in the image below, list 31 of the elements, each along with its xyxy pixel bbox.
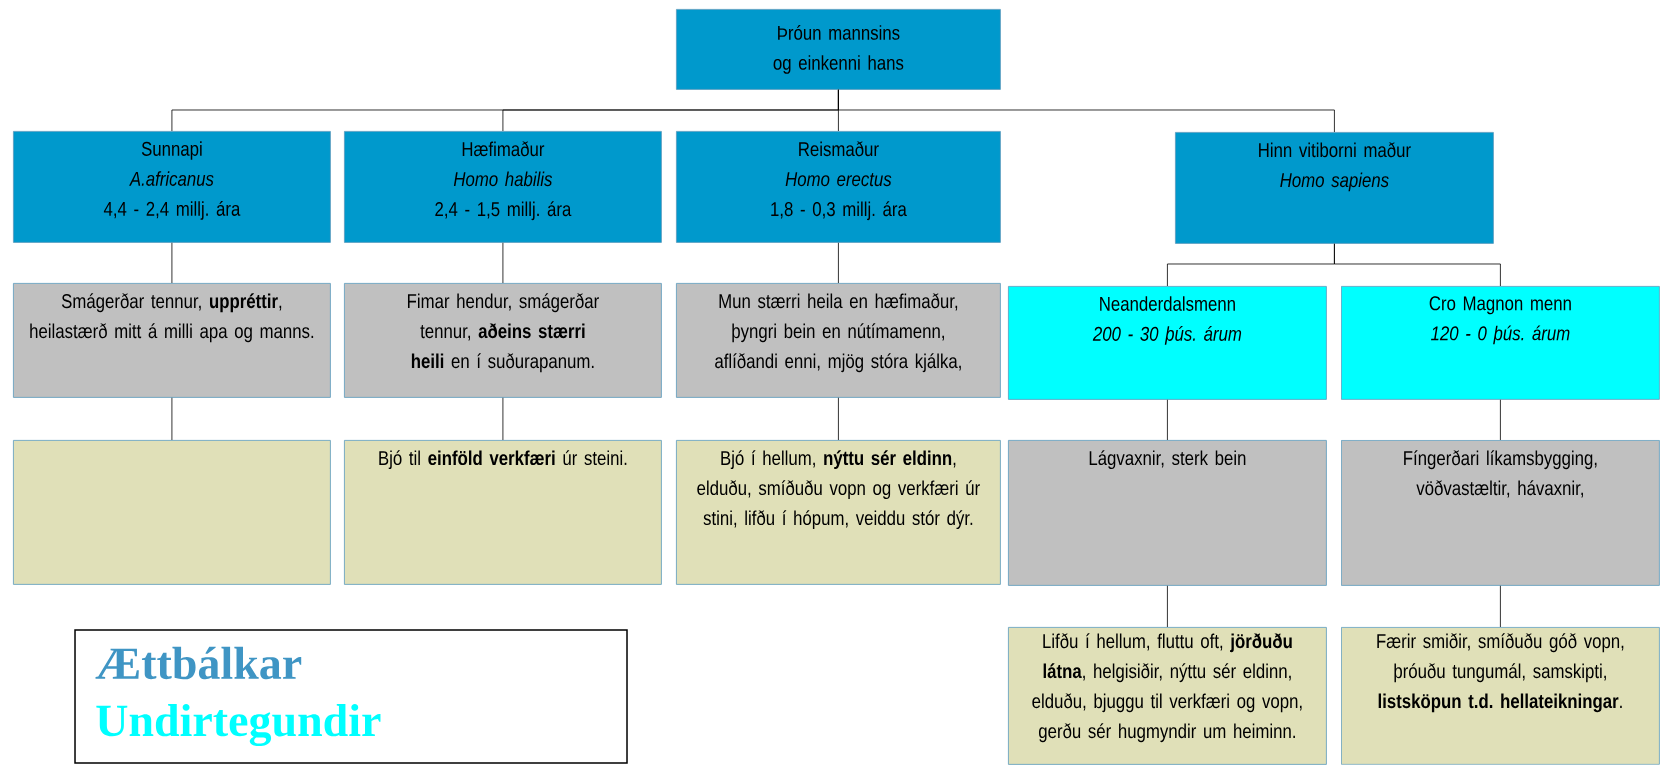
trait-box: Mun stærri heila en hæfimaður, þyngri bein en nútímamenn, aflíðandi enni, mjög stóra kjálka,	[676, 283, 1001, 398]
connector-line	[1167, 399, 1168, 441]
legend-entry: Ættbálkar	[95, 646, 302, 680]
trait-box: Lágvaxnir, sterk bein	[1008, 440, 1327, 586]
species-box: Þróun mannsins og einkenni hans	[676, 9, 1001, 90]
connector-line	[1334, 243, 1501, 287]
connector-line	[1500, 399, 1501, 441]
trait-box: Fimar hendur, smágerðar tennur, aðeins stærri heili en í suðurapanum.	[344, 283, 662, 398]
connector-line	[838, 397, 839, 441]
subspecies-box: Cro Magnon menn 120 - 0 þús. árum	[1341, 286, 1660, 400]
species-box: Sunnapi A.africanus 4,4 - 2,4 millj. ára	[13, 131, 331, 243]
connector-line	[502, 242, 504, 284]
legend-entry: Undirtegundir	[96, 703, 381, 746]
connector-line	[838, 89, 1335, 133]
subspecies-box: Neanderdalsmenn 200 - 30 þús. árum	[1008, 286, 1327, 400]
trait-box: Fíngerðari líkamsbygging, vöðvastæltir, hávaxnir,	[1341, 440, 1660, 586]
empty-box	[13, 440, 331, 585]
species-box: Hæfimaður Homo habilis 2,4 - 1,5 millj. ára	[344, 131, 662, 243]
species-box: Hinn vitiborni maður Homo sapiens	[1175, 132, 1494, 244]
behaviour-box: Færir smiðir, smíðuðu góð vopn, þróuðu tungumál, samskipti, listsköpun t.d. hellateikningar.	[1341, 627, 1660, 765]
connector-line	[1167, 585, 1168, 628]
connector-line	[838, 242, 839, 284]
connector-line	[1500, 585, 1501, 628]
trait-box: Smágerðar tennur, uppréttir, heilastærð mitt á milli apa og manns.	[13, 283, 331, 398]
behaviour-box: Bjó í hellum, nýttu sér eldinn, elduðu, smíðuðu vopn og verkfæri úr stini, lifðu í hópum, veiddu stór dýr.	[676, 440, 1001, 585]
connector-line	[171, 397, 173, 441]
connector-line	[502, 397, 504, 441]
species-box: Reismaður Homo erectus 1,8 - 0,3 millj. ára	[676, 131, 1001, 243]
behaviour-box: Lifðu í hellum, fluttu oft, jörðuðu látna, helgisiðir, nýttu sér eldinn, elduðu, bjuggu til verkfæri og vopn, gerðu sér hugmyndir um heiminn.	[1008, 627, 1327, 765]
connector-line	[171, 242, 173, 284]
behaviour-box: Bjó til einföld verkfæri úr steini.	[344, 440, 662, 585]
